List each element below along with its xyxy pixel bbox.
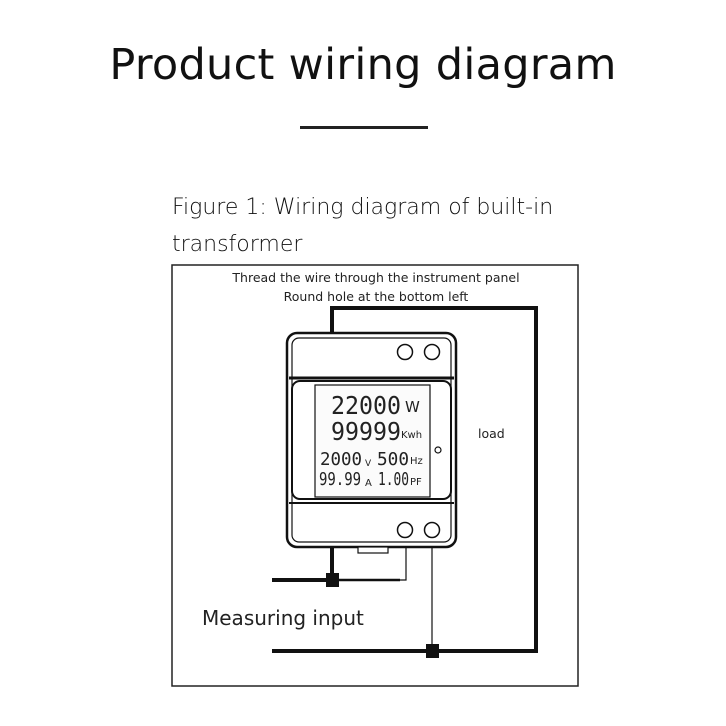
measuring-wire-thin xyxy=(340,547,407,581)
figure-caption-line2: transformer xyxy=(172,232,303,257)
lcd-screen xyxy=(314,384,431,498)
note-line1: Thread the wire through the instrument p… xyxy=(231,270,519,285)
lcd-energy-unit: Kwh xyxy=(401,430,422,441)
note-line2: Round hole at the bottom left xyxy=(284,289,469,304)
lcd-current-unit: A xyxy=(365,478,372,489)
junction-block-right xyxy=(426,644,439,658)
lcd-power-factor: 1.00 xyxy=(378,469,409,490)
lcd-frequency: 500 xyxy=(377,449,409,470)
page-title: Product wiring diagram xyxy=(109,40,617,90)
terminal-icon xyxy=(396,521,414,539)
lcd-power-factor-unit: PF xyxy=(410,477,422,488)
lcd-energy: 99999 xyxy=(331,417,401,446)
figure-caption-line1: Figure 1: Wiring diagram of built-in xyxy=(172,195,554,220)
load-wire xyxy=(272,306,538,653)
junction-block-left xyxy=(326,573,339,587)
indicator-led-icon xyxy=(434,446,442,454)
terminal-icon xyxy=(423,521,441,539)
lcd-voltage-unit: V xyxy=(365,459,372,469)
lcd-power: 22000 xyxy=(331,391,401,420)
lcd-current: 99.99 xyxy=(319,469,361,490)
lcd-voltage: 2000 xyxy=(320,449,362,470)
lcd-frequency-unit: Hz xyxy=(410,456,423,467)
title-underline xyxy=(300,126,428,129)
measuring-wire-thick xyxy=(272,547,334,582)
diagram-frame xyxy=(171,264,579,687)
energy-meter: 22000 W 99999 Kwh 2000 V 500 Hz 99.99 A … xyxy=(285,331,458,554)
din-clip xyxy=(357,546,389,554)
terminal-icon xyxy=(396,343,414,361)
terminal-icon xyxy=(423,343,441,361)
lcd-power-unit: W xyxy=(405,398,420,416)
measuring-input-label: Measuring input xyxy=(202,606,364,630)
load-label: load xyxy=(478,426,505,441)
